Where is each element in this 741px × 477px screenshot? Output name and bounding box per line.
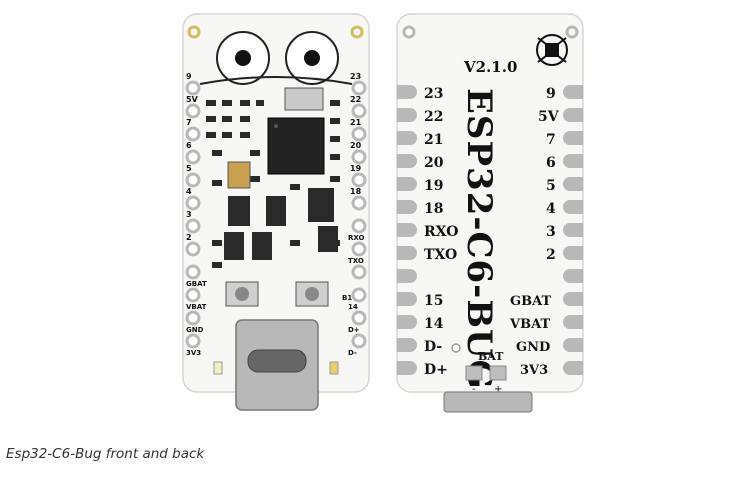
front-left-pin-label: 2 xyxy=(186,233,192,242)
front-right-pin-label: 19 xyxy=(350,164,362,173)
bat-pad-minus xyxy=(465,365,483,381)
back-right-pin-label: 2 xyxy=(546,247,556,263)
usb-c-port xyxy=(247,349,307,373)
ic-left xyxy=(228,196,250,226)
back-left-castellations xyxy=(397,85,417,375)
figure-caption: Esp32-C6-Bug front and back xyxy=(6,446,205,462)
board-photo: 9 5V 7 6 5 4 3 2 GBAT VBAT GND 3V3 23 22… xyxy=(182,13,584,413)
front-right-pin-label: D- xyxy=(348,349,357,357)
back-right-pin-label: GBAT xyxy=(510,294,551,309)
mount-hole-tr xyxy=(350,25,364,39)
back-board: V2.1.0 ESP32-C6-BUG xyxy=(396,13,584,413)
front-right-pin-label: 22 xyxy=(350,95,361,104)
back-right-pin-label: GND xyxy=(516,340,550,355)
button-left-cap xyxy=(235,287,249,301)
front-left-pin-label: GND xyxy=(186,326,204,334)
back-right-pin-label: 5 xyxy=(546,178,556,194)
ic-lower-left xyxy=(224,232,244,260)
front-left-pin-label: GBAT xyxy=(186,280,207,288)
back-right-pin-label: 3V3 xyxy=(520,363,548,378)
ic-lower-right xyxy=(318,226,338,252)
front-left-pin-label: 9 xyxy=(186,72,192,81)
back-left-pin-label: 23 xyxy=(424,86,443,102)
front-right-pin-label: 18 xyxy=(350,187,362,196)
bug-pupil-left xyxy=(235,50,251,66)
led-right xyxy=(329,361,339,375)
front-left-pin-label: 5 xyxy=(186,164,192,173)
front-right-pin-label: B1 xyxy=(342,294,352,302)
bug-pupil-right xyxy=(304,50,320,66)
mount-hole-tl xyxy=(187,25,201,39)
back-left-pin-label: 19 xyxy=(424,178,443,194)
back-left-pin-label: TXO xyxy=(424,247,457,263)
front-left-pin-label: 6 xyxy=(186,141,192,150)
back-left-pin-label: RXO xyxy=(424,224,458,240)
back-right-pin-label: VBAT xyxy=(509,317,550,332)
ic-lower-mid xyxy=(252,232,272,260)
bat-label: BAT xyxy=(478,350,504,363)
back-right-pin-label: 6 xyxy=(546,155,556,171)
back-left-pin-label: 21 xyxy=(424,132,443,148)
bug-outline xyxy=(199,76,353,85)
ic-mid xyxy=(266,196,286,226)
back-usb-c-edge xyxy=(443,391,533,413)
bug-logo xyxy=(536,34,568,66)
chip-dot xyxy=(274,124,278,128)
version-label: V2.1.0 xyxy=(463,58,517,76)
back-right-pin-label: 7 xyxy=(546,132,556,148)
back-left-pin-label: 18 xyxy=(424,201,443,217)
back-right-pin-label: 9 xyxy=(546,86,556,102)
front-left-pin-label: 5V xyxy=(186,95,199,104)
front-left-pin-label: 3V3 xyxy=(186,349,201,357)
bat-minus-sign: - xyxy=(472,384,476,395)
back-left-pin-label: 15 xyxy=(424,293,443,309)
back-left-pin-label: 14 xyxy=(424,316,444,332)
front-left-pin-label: 7 xyxy=(186,118,192,127)
front-right-pin-label: RXO xyxy=(348,234,365,242)
ic-right xyxy=(308,188,334,222)
front-left-pin-label: 3 xyxy=(186,210,192,219)
front-right-pin-label: 20 xyxy=(350,141,362,150)
button-right-cap xyxy=(305,287,319,301)
back-right-pin-label: 3 xyxy=(546,224,556,240)
test-pad xyxy=(451,343,461,353)
front-left-pads xyxy=(185,80,201,349)
back-left-pin-label: D- xyxy=(424,339,442,355)
board-title: ESP32-C6-BUG xyxy=(459,88,499,390)
back-left-pin-label: 22 xyxy=(424,109,443,125)
back-right-pin-label: 5V xyxy=(538,109,560,125)
back-left-pin-label: D+ xyxy=(424,362,448,378)
crystal xyxy=(284,87,324,111)
front-right-pads xyxy=(351,80,367,349)
front-right-pin-label: TXO xyxy=(348,257,364,265)
back-right-pin-label: 4 xyxy=(546,201,556,217)
front-right-pin-label: 21 xyxy=(350,118,362,127)
front-right-pin-label: 23 xyxy=(350,72,361,81)
back-mount-hole-tl xyxy=(402,25,416,39)
bat-plus-sign: + xyxy=(494,384,502,395)
back-mount-hole-tr xyxy=(565,25,579,39)
bat-pad-plus xyxy=(489,365,507,381)
front-board: 9 5V 7 6 5 4 3 2 GBAT VBAT GND 3V3 23 22… xyxy=(182,13,370,411)
back-right-castellations xyxy=(563,85,583,375)
front-right-pin-label: 14 xyxy=(348,303,358,311)
front-left-pin-label: 4 xyxy=(186,187,192,196)
front-right-pin-label: D+ xyxy=(348,326,360,334)
led xyxy=(213,361,223,375)
back-left-pin-label: 20 xyxy=(424,155,444,171)
inductor xyxy=(227,161,251,189)
front-left-pin-label: VBAT xyxy=(186,303,207,311)
